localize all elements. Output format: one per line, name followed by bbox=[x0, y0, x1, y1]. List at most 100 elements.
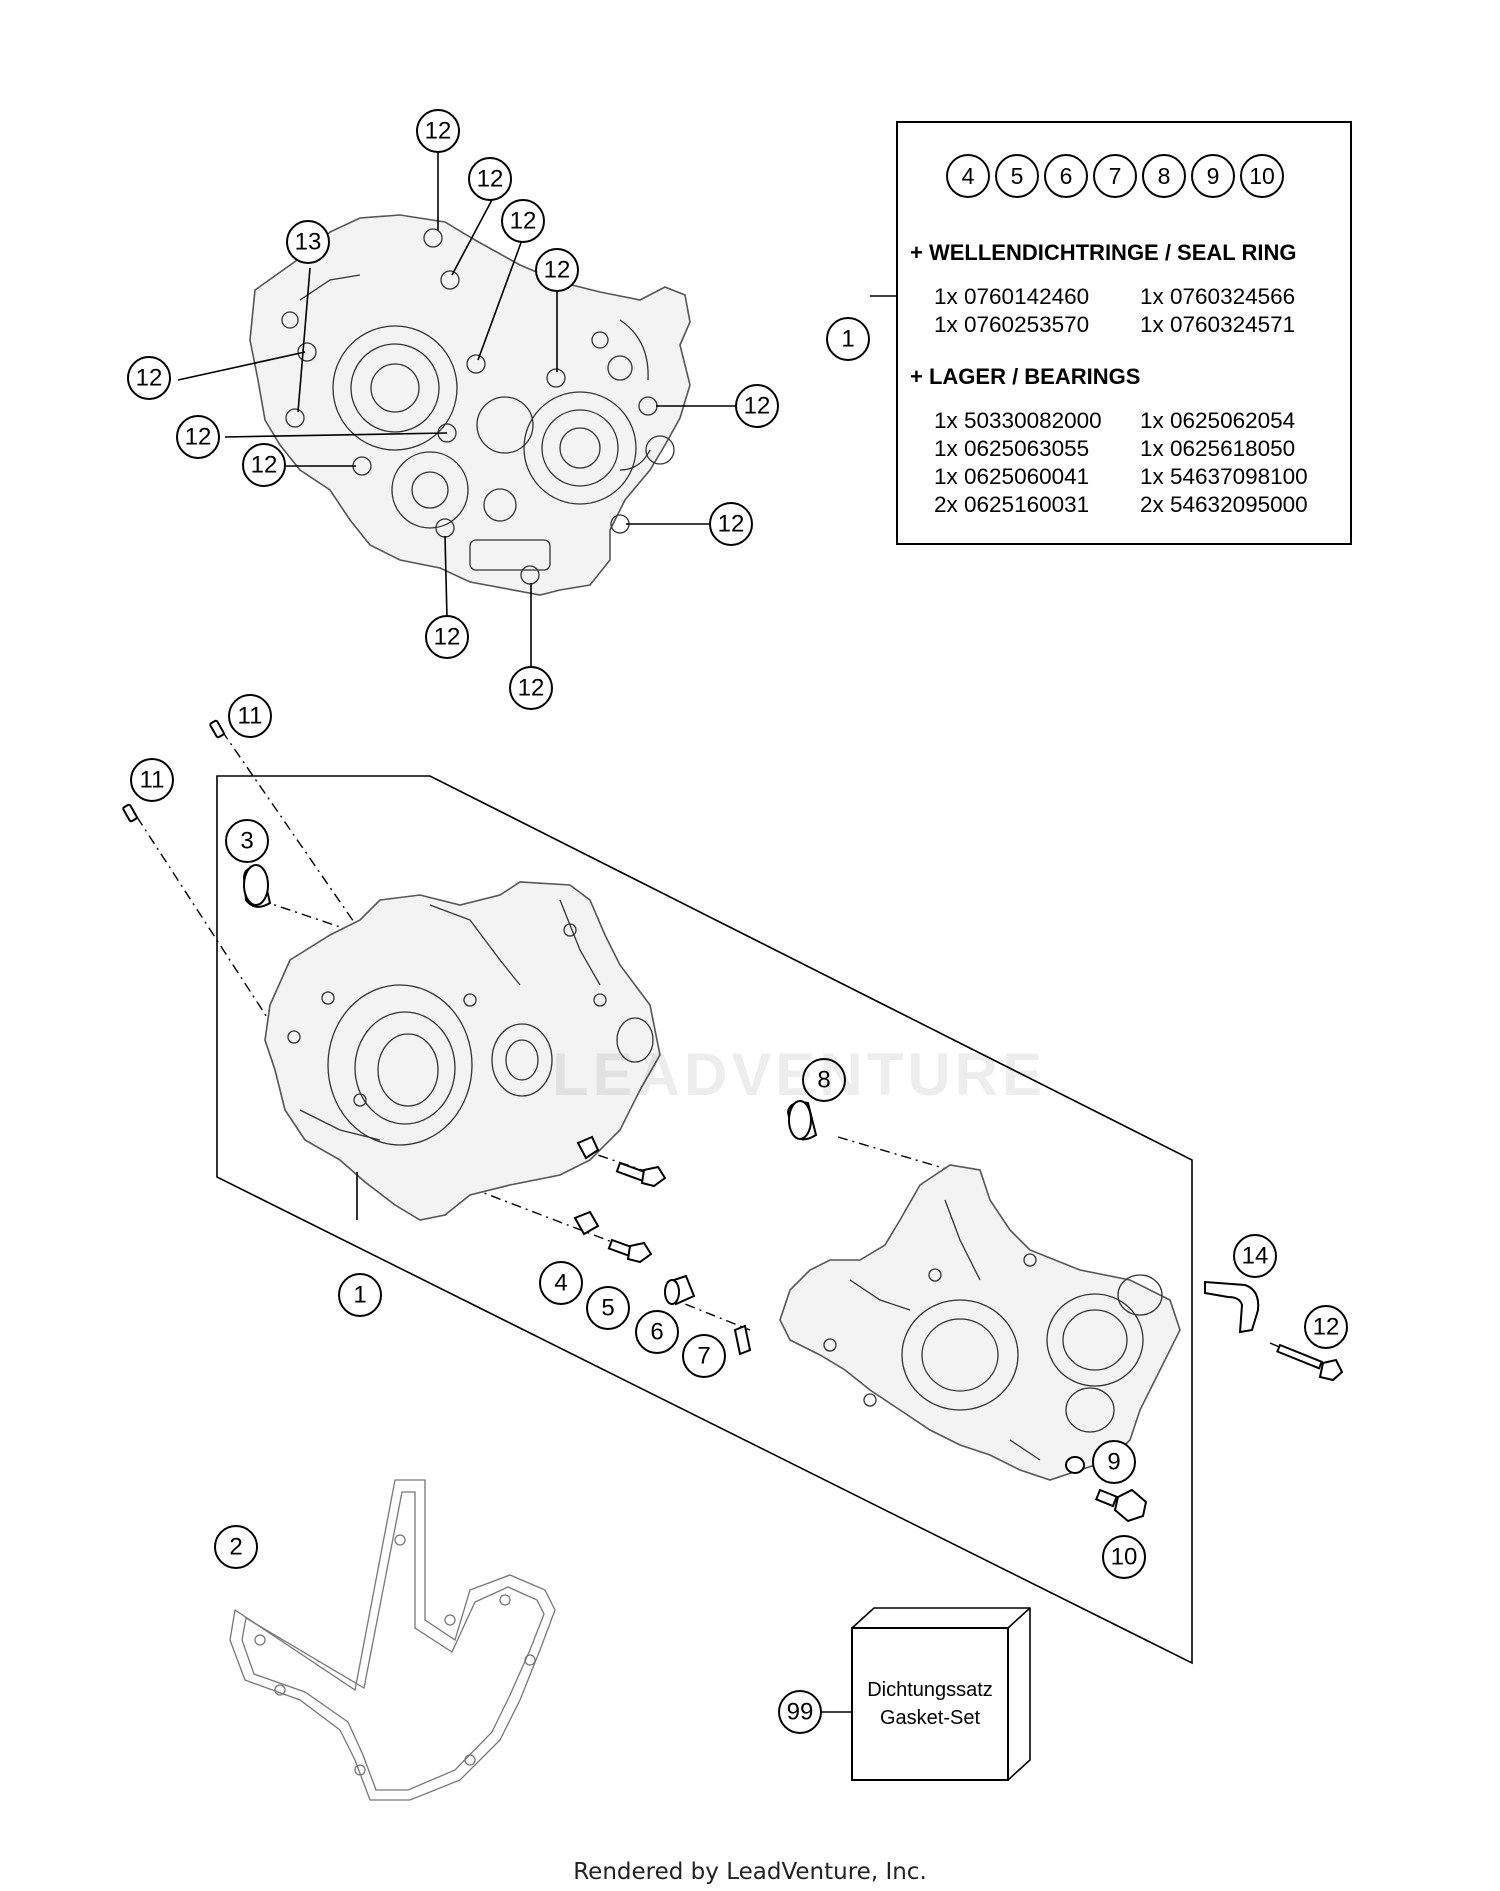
svg-text:5: 5 bbox=[601, 1295, 614, 1322]
svg-text:2: 2 bbox=[229, 1534, 242, 1561]
svg-text:3: 3 bbox=[240, 828, 253, 855]
svg-text:12: 12 bbox=[136, 365, 163, 392]
screw-washer-set bbox=[573, 1135, 667, 1264]
top-view-leaders bbox=[177, 152, 742, 667]
svg-text:12: 12 bbox=[251, 452, 278, 479]
seal-ring-part: 1x 0760324566 bbox=[1140, 284, 1296, 309]
callout-3: 3 bbox=[225, 819, 269, 863]
svg-text:12: 12 bbox=[744, 393, 771, 420]
callout-8: 8 bbox=[802, 1058, 846, 1102]
bracket-14 bbox=[1204, 1280, 1344, 1382]
callout-13: 13 bbox=[286, 220, 330, 264]
bearing-part: 2x 0625160031 bbox=[934, 492, 1090, 517]
callout-12: 12 bbox=[468, 157, 512, 201]
svg-text:1: 1 bbox=[353, 1282, 366, 1309]
sleeve-6-7 bbox=[664, 1274, 752, 1356]
callout-12: 12 bbox=[1304, 1305, 1348, 1349]
callout-5: 5 bbox=[586, 1286, 630, 1330]
kit-item-8: 8 bbox=[1142, 154, 1186, 198]
callout-12: 12 bbox=[501, 199, 545, 243]
bearing-part: 1x 0625060041 bbox=[934, 464, 1090, 489]
gasket-set-label-en: Gasket-Set bbox=[879, 1707, 981, 1729]
svg-text:11: 11 bbox=[140, 767, 165, 794]
kit-item-numbers: 4 5 6 7 8 9 10 bbox=[946, 154, 1289, 198]
svg-text:8: 8 bbox=[817, 1067, 830, 1094]
callout-4: 4 bbox=[539, 1261, 583, 1305]
svg-text:12: 12 bbox=[434, 624, 461, 651]
seal-ring-part: 1x 0760142460 bbox=[934, 284, 1090, 309]
callout-11: 11 bbox=[228, 694, 272, 738]
svg-text:14: 14 bbox=[1242, 1243, 1269, 1270]
svg-text:12: 12 bbox=[510, 208, 537, 235]
callout-10: 10 bbox=[1102, 1535, 1146, 1579]
callout-12: 12 bbox=[709, 502, 753, 546]
bearings-heading: + LAGER / BEARINGS bbox=[910, 364, 1141, 389]
dowel-pin bbox=[122, 719, 225, 823]
svg-text:12: 12 bbox=[544, 257, 571, 284]
svg-text:4: 4 bbox=[554, 1270, 567, 1297]
repair-kit-box: 4 5 6 7 8 9 10 + WELLENDICHTRINGE / SEAL… bbox=[896, 121, 1352, 545]
crankcase-left-half bbox=[264, 881, 661, 1221]
callout-12: 12 bbox=[242, 443, 286, 487]
callout-6: 6 bbox=[635, 1310, 679, 1354]
svg-text:12: 12 bbox=[185, 424, 212, 451]
watermark: LEADVENTURE bbox=[552, 1041, 1047, 1108]
bearing-part: 1x 0625618050 bbox=[1140, 436, 1296, 461]
bearing-3 bbox=[242, 864, 272, 908]
svg-text:10: 10 bbox=[1111, 1544, 1138, 1571]
callout-11: 11 bbox=[130, 758, 174, 802]
kit-item-9: 9 bbox=[1191, 154, 1235, 198]
callout-7: 7 bbox=[682, 1334, 726, 1378]
main-view-leaders bbox=[356, 295, 896, 1220]
kit-item-6: 6 bbox=[1044, 154, 1088, 198]
callout-12: 12 bbox=[509, 666, 553, 710]
callout-12: 12 bbox=[735, 384, 779, 428]
gasket-set-label: Dichtungssatz Gasket-Set bbox=[852, 1676, 1008, 1732]
callout-14: 14 bbox=[1233, 1234, 1277, 1278]
kit-item-5: 5 bbox=[995, 154, 1039, 198]
svg-text:13: 13 bbox=[295, 229, 322, 256]
bearing-part: 1x 0625063055 bbox=[934, 436, 1090, 461]
gasket-2 bbox=[229, 1479, 556, 1801]
svg-text:12: 12 bbox=[425, 118, 452, 145]
bearing-part: 1x 0625062054 bbox=[1140, 408, 1296, 433]
callout-12: 12 bbox=[535, 248, 579, 292]
bearing-8 bbox=[786, 1100, 818, 1141]
bearing-part: 1x 54637098100 bbox=[1140, 464, 1308, 489]
svg-text:12: 12 bbox=[477, 166, 504, 193]
callout-99: 99 bbox=[778, 1690, 822, 1734]
callout-1: 1 bbox=[826, 317, 870, 361]
drain-plug bbox=[1065, 1456, 1148, 1523]
kit-item-7: 7 bbox=[1093, 154, 1137, 198]
svg-text:12: 12 bbox=[1313, 1314, 1340, 1341]
callout-1: 1 bbox=[338, 1273, 382, 1317]
svg-text:99: 99 bbox=[787, 1699, 814, 1726]
svg-text:12: 12 bbox=[518, 675, 545, 702]
kit-item-4: 4 bbox=[946, 154, 990, 198]
callout-12: 12 bbox=[416, 109, 460, 153]
svg-text:1: 1 bbox=[841, 326, 854, 353]
callout-2: 2 bbox=[214, 1525, 258, 1569]
callout-12: 12 bbox=[176, 415, 220, 459]
footer-credit: Rendered by LeadVenture, Inc. bbox=[573, 1859, 927, 1885]
bearing-part: 2x 54632095000 bbox=[1140, 492, 1308, 517]
svg-text:9: 9 bbox=[1107, 1449, 1120, 1476]
bearing-part: 1x 50330082000 bbox=[934, 408, 1102, 433]
callout-9: 9 bbox=[1092, 1440, 1136, 1484]
assembly-outline bbox=[216, 775, 1193, 1665]
gasket-set-label-de: Dichtungssatz bbox=[867, 1679, 993, 1701]
svg-text:7: 7 bbox=[697, 1343, 710, 1370]
crankcase-top-view bbox=[249, 214, 691, 596]
gasket-set-box bbox=[821, 1607, 1031, 1781]
seal-ring-part: 1x 0760324571 bbox=[1140, 312, 1296, 337]
callout-12: 12 bbox=[127, 356, 171, 400]
svg-text:11: 11 bbox=[238, 703, 263, 730]
svg-text:6: 6 bbox=[650, 1319, 663, 1346]
crankcase-right-half bbox=[779, 1164, 1181, 1481]
seal-ring-part: 1x 0760253570 bbox=[934, 312, 1090, 337]
svg-text:12: 12 bbox=[718, 511, 745, 538]
callout-12: 12 bbox=[425, 615, 469, 659]
kit-item-10: 10 bbox=[1240, 154, 1284, 198]
